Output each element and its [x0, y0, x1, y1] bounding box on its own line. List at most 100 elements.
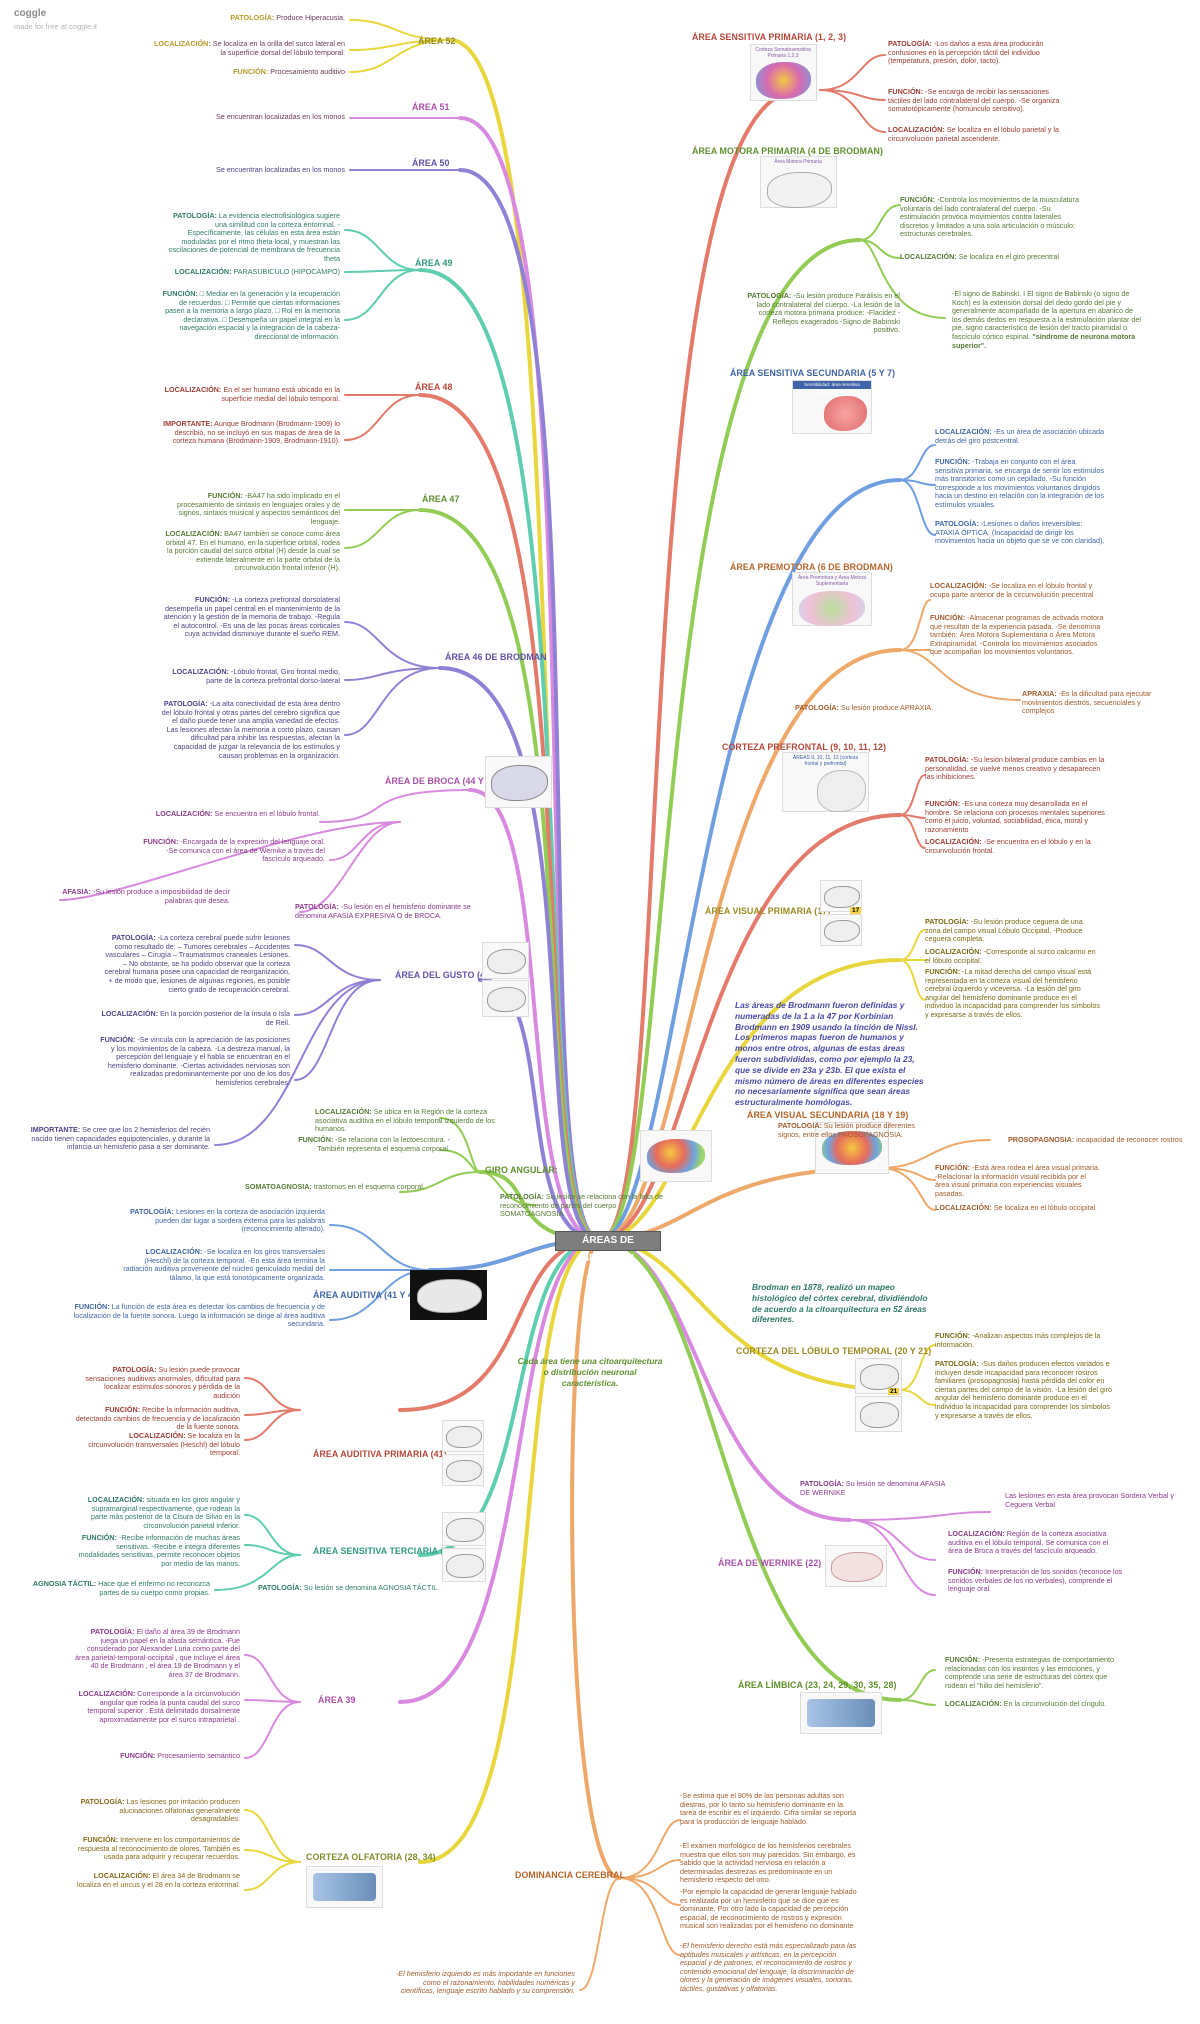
a50-text: Se encuentran localizadas en los monos: [215, 165, 345, 174]
dominance-note-4: -El hemisferio derecho está más especial…: [680, 1941, 857, 1993]
node-primary-visual[interactable]: ÁREA VISUAL PRIMARIA (17): [705, 906, 831, 916]
text: La función de esta área es detectar los …: [73, 1302, 325, 1329]
secondary-sensory-location: LOCALIZACIÓN: -Es un área de asociación …: [935, 427, 1105, 445]
label: FUNCIÓN:: [83, 1835, 119, 1844]
secondary-sensory-function: FUNCIÓN: -Trabaja en conjunto con el áre…: [935, 457, 1105, 510]
image-caption: Sensibilidad: área sensitiva secundaria …: [793, 381, 871, 395]
node-taste-area[interactable]: ÁREA DEL GUSTO (43): [395, 970, 494, 980]
a39-location: LOCALIZACIÓN: Corresponde a la circunvol…: [75, 1689, 240, 1724]
label: FUNCIÓN:: [194, 595, 231, 604]
node-area-47[interactable]: ÁREA 47: [422, 494, 460, 504]
text: Su lesión se relaciona con la falta de r…: [500, 1192, 663, 1219]
node-area-50[interactable]: ÁREA 50: [412, 158, 450, 168]
auditory-pathology: PATOLOGÍA: Lesiones en la corteza de aso…: [120, 1207, 325, 1234]
node-area-46[interactable]: ÁREA 46 DE BRODMAN: [445, 652, 547, 662]
text: -Almacenar programas de activada motora …: [930, 613, 1104, 657]
label: LOCALIZACIÓN:: [888, 125, 945, 134]
premotor-pathology: PATOLOGÍA: Su lesión produce APRAXIA.: [795, 703, 955, 713]
cytoarchitecture-note: Cada área tiene una citoarquitectura o d…: [517, 1356, 663, 1388]
node-wernicke[interactable]: ÁREA DE WERNIKE (22): [718, 1558, 822, 1568]
area-17-badge: 17: [850, 907, 862, 914]
text: Se localiza en la circunvolución transve…: [88, 1431, 240, 1458]
node-angular-gyrus[interactable]: GIRO ANGULAR:: [485, 1165, 558, 1175]
label: PATOLOGÍA:: [925, 755, 969, 764]
prefrontal-pathology: PATOLOGÍA: -Su lesión bilateral produce …: [925, 755, 1105, 782]
node-area-51[interactable]: ÁREA 51: [412, 102, 450, 112]
node-olfactory-cortex[interactable]: CORTEZA OLFATORIA (28, 34): [306, 1852, 436, 1862]
text: Su lesión puede provocar sensaciones aud…: [85, 1365, 240, 1400]
limbic-location: LOCALIZACIÓN: En la circunvolución del c…: [945, 1699, 1125, 1709]
primary-visual-image-2: [820, 914, 862, 946]
angular-somatoagnosia: SOMATOAGNOSIA: trastornos en el esquema …: [245, 1182, 445, 1192]
text: Lesiones en la corteza de asociación izq…: [155, 1207, 325, 1234]
node-broca[interactable]: ÁREA DE BROCA (44 Y 45): [385, 776, 500, 786]
text: Se localiza en la orilla del surco later…: [210, 39, 345, 57]
logo: coggle: [14, 8, 47, 19]
text: Se localiza en el giro precentral: [956, 252, 1059, 261]
label: FUNCIÓN:: [888, 87, 924, 96]
text: -Presenta estrategias de comportamiento …: [945, 1655, 1114, 1690]
label: PATOLOGÍA:: [925, 917, 969, 926]
node-temporal-lobe[interactable]: CORTEZA DEL LÓBULO TEMPORAL (20 Y 21): [736, 1346, 932, 1356]
node-limbic[interactable]: ÁREA LÍMBICA (23, 24, 29, 30, 35, 28): [738, 1680, 897, 1690]
text: -Su lesión produce a imposibilidad de de…: [90, 887, 230, 905]
text: -Lesiones o daños irreversibles: ATAXIA …: [935, 519, 1105, 546]
temporal-image-2: [855, 1396, 902, 1432]
node-secondary-sensory[interactable]: ÁREA SENSITIVA SECUNDARIA (5 Y 7): [730, 368, 896, 378]
text: Las lesiones por irritación producen alu…: [119, 1797, 240, 1824]
text: -Los daños a esta área producirán confus…: [888, 39, 1044, 66]
broca-location: LOCALIZACIÓN: Se encuentra en el lóbulo …: [130, 809, 320, 819]
premotor-location: LOCALIZACIÓN: -Se localiza en el lóbulo …: [930, 581, 1110, 599]
node-primary-sensory[interactable]: ÁREA SENSITIVA PRIMARIA (1, 2, 3): [692, 32, 847, 42]
label: PROSOPAGNOSIA:: [1008, 1135, 1075, 1144]
label: FUNCIÓN:: [104, 1405, 141, 1414]
secondary-visual-location: LOCALIZACIÓN: Se localiza en el lóbulo o…: [935, 1203, 1110, 1213]
node-primary-motor[interactable]: ÁREA MOTORA PRIMARIA (4 DE BRODMAN): [692, 146, 884, 156]
text: Interpretación de los sonidos (reconoce …: [948, 1567, 1123, 1594]
node-cerebral-dominance[interactable]: DOMINANCIA CEREBRAL: [515, 1870, 626, 1880]
label: LOCALIZACIÓN:: [174, 267, 232, 276]
node-secondary-visual[interactable]: ÁREA VISUAL SECUNDARIA (18 Y 19): [747, 1110, 909, 1120]
text: Su lesión produce diferentes signos, ent…: [778, 1121, 916, 1139]
tertiary-image-2: [442, 1548, 486, 1582]
node-area-52[interactable]: ÁREA 52: [418, 36, 456, 46]
taste-important: IMPORTANTE: Se cree que los 2 hemisferio…: [20, 1125, 210, 1152]
text: El daño al área 39 de Brodmann juega un …: [75, 1627, 241, 1679]
label: LOCALIZACIÓN:: [315, 1107, 372, 1116]
node-area-39[interactable]: ÁREA 39: [318, 1695, 356, 1705]
taste-location: LOCALIZACIÓN: En la porción posterior de…: [100, 1009, 290, 1027]
node-prefrontal[interactable]: CORTEZA PREFRONTAL (9, 10, 11, 12): [722, 742, 887, 752]
image-caption: Área Motora Primaria: [774, 159, 822, 165]
primary-auditory-pathology: PATOLOGÍA: Su lesión puede provocar sens…: [85, 1365, 240, 1400]
node-tertiary-sensory[interactable]: ÁREA SENSITIVA TERCIARIA (40): [313, 1546, 457, 1556]
label: FUNCIÓN:: [81, 1533, 117, 1542]
label: PATOLOGÍA:: [258, 1583, 302, 1592]
temporal-pathology: PATOLOGÍA: -Sus daños producen efectos v…: [935, 1359, 1115, 1420]
node-area-49[interactable]: ÁREA 49: [415, 258, 453, 268]
node-premotor[interactable]: ÁREA PREMOTORA (6 DE BRODMAN): [730, 562, 893, 572]
taste-brain-image-1: [482, 942, 529, 979]
label: PATOLOGÍA:: [747, 291, 792, 300]
node-auditory-area[interactable]: ÁREA AUDITIVA (41 Y 42): [313, 1290, 421, 1300]
label: AGNOSIA TÁCTIL:: [32, 1579, 97, 1588]
text: trastornos en el esquema corporal.: [311, 1182, 425, 1191]
label: FUNCIÓN:: [120, 1751, 156, 1760]
label: LOCALIZACIÓN:: [128, 1431, 186, 1440]
primary-visual-pathology: PATOLOGÍA: -Su lesión produce ceguera de…: [925, 917, 1100, 944]
node-primary-auditory[interactable]: ÁREA AUDITIVA PRIMARIA (41): [313, 1449, 447, 1459]
label: PATOLOGÍA:: [230, 13, 275, 22]
history-note: Brodman en 1878, realizó un mapeo histol…: [752, 1282, 928, 1325]
text: -BA47 ha sido implicado en el procesamie…: [176, 491, 340, 526]
text: -Su lesión produce Parálisis en el lado …: [756, 291, 900, 335]
text: -Su lesión en el hemisferio dominante se…: [295, 902, 471, 920]
label: LOCALIZACIÓN:: [164, 385, 222, 394]
root-node[interactable]: ÁREAS DE BRODMAN: [555, 1231, 661, 1264]
text: Corresponde a la circunvolución angular …: [87, 1689, 240, 1724]
wernicke-function: FUNCIÓN: Interpretación de los sonidos (…: [948, 1567, 1123, 1594]
label: LOCALIZACIÓN:: [948, 1529, 1005, 1538]
a52-pathology: PATOLOGÍA: Produce Hiperacusia.: [150, 13, 345, 23]
text: -Es la dificultad para ejecutar movimien…: [1022, 689, 1152, 716]
a46-location: LOCALIZACIÓN: -Lóbulo frontal, Giro fron…: [160, 667, 340, 685]
node-area-48[interactable]: ÁREA 48: [415, 382, 453, 392]
